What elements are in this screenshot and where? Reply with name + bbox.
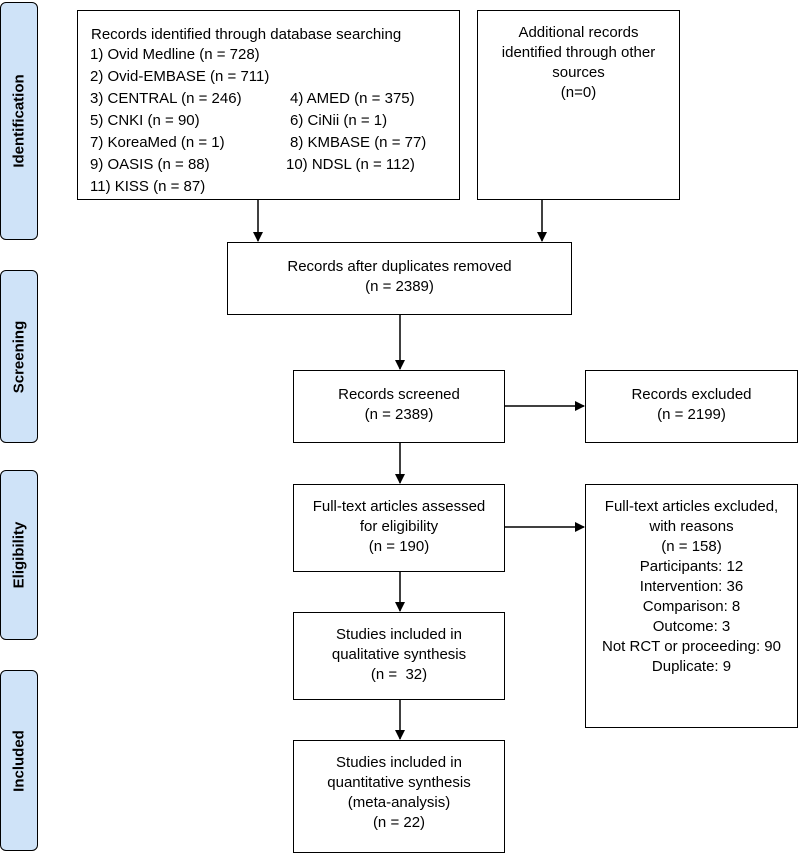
- source-koreamed: 7) KoreaMed (n = 1): [90, 134, 225, 151]
- source-ovid-medline: 1) Ovid Medline (n = 728): [90, 46, 260, 63]
- quantitative-line-2: quantitative synthesis: [327, 774, 471, 791]
- phase-label-screening: Screening: [10, 320, 28, 393]
- source-kmbase: 8) KMBASE (n = 77): [290, 134, 427, 151]
- qualitative-synthesis-box: Studies included in qualitative synthesi…: [293, 612, 505, 700]
- fulltext-assessed-line-2: for eligibility: [359, 518, 439, 535]
- fulltext-excluded-line-1: Full-text articles excluded,: [604, 498, 779, 515]
- other-sources-line-3: sources: [552, 64, 605, 81]
- source-cnki: 5) CNKI (n = 90): [90, 112, 200, 129]
- qualitative-line-3: (n = 32): [370, 666, 428, 683]
- fulltext-excluded-line-3: (n = 158): [661, 538, 722, 555]
- qualitative-line-2: qualitative synthesis: [331, 646, 467, 663]
- records-excluded-line-1: Records excluded: [631, 386, 752, 403]
- other-sources-line-1: Additional records: [518, 24, 639, 41]
- fulltext-excluded-line-4: Participants: 12: [639, 558, 744, 575]
- records-screened-line-2: (n = 2389): [364, 406, 434, 423]
- quantitative-line-1: Studies included in: [336, 754, 462, 771]
- fulltext-assessed-box: Full-text articles assessed for eligibil…: [293, 484, 505, 572]
- after-duplicates-box: Records after duplicates removed (n = 23…: [227, 242, 572, 315]
- source-oasis: 9) OASIS (n = 88): [90, 156, 210, 173]
- fulltext-excluded-line-7: Outcome: 3: [652, 618, 731, 635]
- source-cinii: 6) CiNii (n = 1): [290, 112, 388, 129]
- after-duplicates-line-2: (n = 2389): [365, 278, 434, 295]
- records-screened-line-1: Records screened: [338, 386, 460, 403]
- after-duplicates-line-1: Records after duplicates removed: [287, 258, 512, 275]
- records-screened-box: Records screened (n = 2389): [293, 370, 505, 443]
- source-central: 3) CENTRAL (n = 246): [90, 90, 242, 107]
- quantitative-line-4: (n = 22): [372, 814, 426, 831]
- phase-label-eligibility: Eligibility: [10, 521, 28, 589]
- fulltext-excluded-line-2: with reasons: [649, 518, 734, 535]
- database-search-box: Records identified through database sear…: [77, 10, 460, 200]
- other-sources-line-4: (n=0): [560, 84, 597, 101]
- source-kiss: 11) KISS (n = 87): [90, 178, 206, 195]
- phase-included: Included: [0, 670, 38, 851]
- fulltext-excluded-line-5: Intervention: 36: [639, 578, 744, 595]
- fulltext-assessed-line-1: Full-text articles assessed: [312, 498, 486, 515]
- source-amed: 4) AMED (n = 375): [290, 90, 415, 107]
- fulltext-assessed-line-3: (n = 190): [368, 538, 430, 555]
- phase-screening: Screening: [0, 270, 38, 443]
- source-ndsl: 10) NDSL (n = 112): [286, 156, 415, 173]
- qualitative-line-1: Studies included in: [336, 626, 462, 643]
- records-excluded-box: Records excluded (n = 2199): [585, 370, 798, 443]
- fulltext-excluded-box: Full-text articles excluded, with reason…: [585, 484, 798, 728]
- fulltext-excluded-line-9: Duplicate: 9: [651, 658, 732, 675]
- quantitative-line-3: (meta-analysis): [347, 794, 451, 811]
- source-ovid-embase: 2) Ovid-EMBASE (n = 711): [90, 68, 270, 85]
- other-sources-line-2: identified through other: [501, 44, 656, 61]
- records-excluded-line-2: (n = 2199): [657, 406, 726, 423]
- fulltext-excluded-line-8: Not RCT or proceeding: 90: [602, 638, 781, 655]
- phase-identification: Identification: [0, 2, 38, 240]
- other-sources-box: Additional records identified through ot…: [477, 10, 680, 200]
- quantitative-synthesis-box: Studies included in quantitative synthes…: [293, 740, 505, 853]
- database-search-title: Records identified through database sear…: [91, 26, 402, 43]
- phase-label-included: Included: [10, 729, 28, 792]
- phase-eligibility: Eligibility: [0, 470, 38, 640]
- phase-label-identification: Identification: [10, 74, 28, 168]
- fulltext-excluded-line-6: Comparison: 8: [642, 598, 741, 615]
